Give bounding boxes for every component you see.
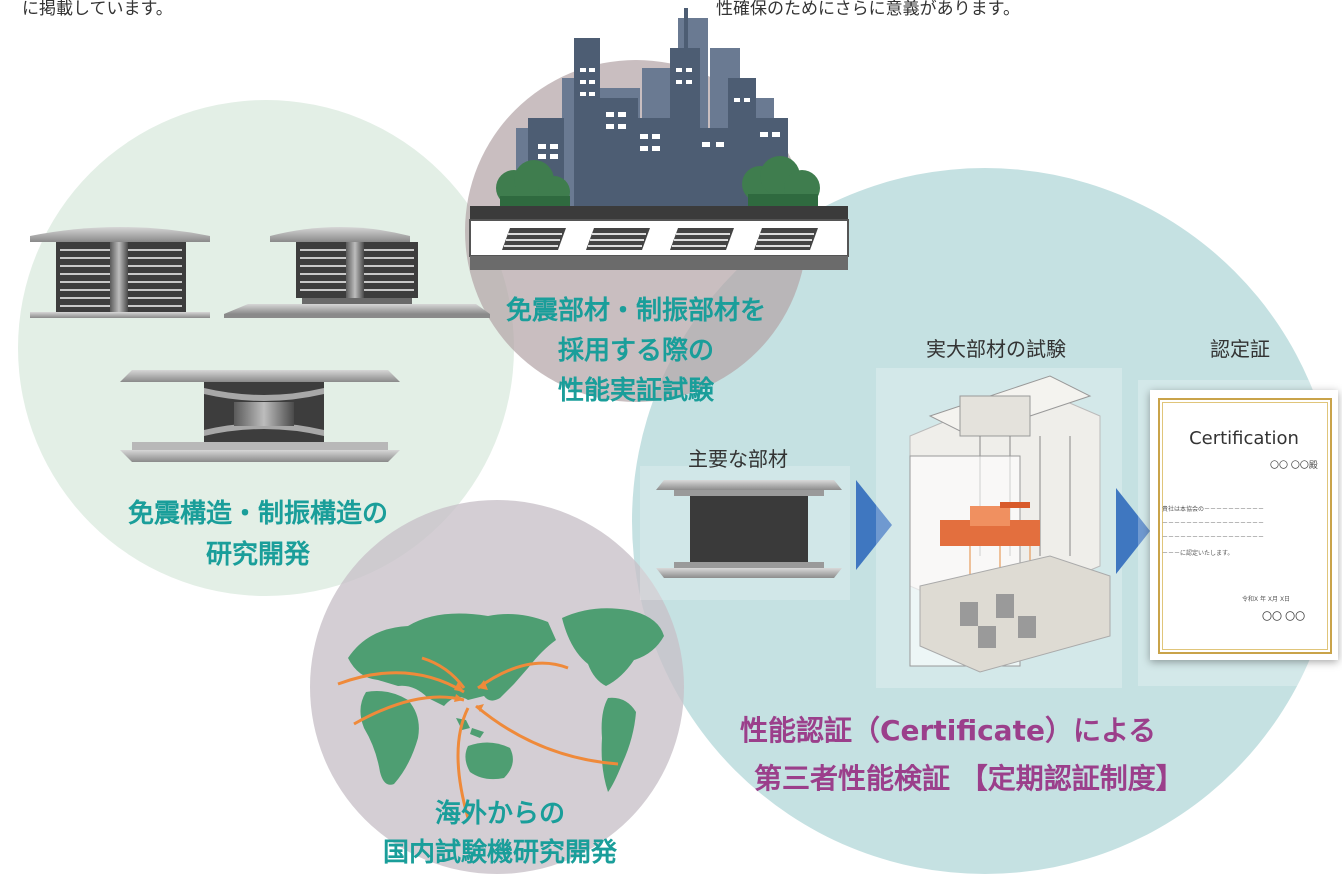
certification-label-line2: 第三者性能検証 【定期認証制度】 bbox=[754, 762, 1184, 795]
flow-arrow-2 bbox=[1116, 488, 1150, 574]
certificate-addressee: 〇〇 〇〇殿 bbox=[1270, 461, 1318, 471]
verification-label-line2: 採用する際の bbox=[557, 336, 714, 366]
certificate-border bbox=[1158, 398, 1332, 654]
main-member-caption: 主要な部材 bbox=[688, 447, 788, 471]
verification-label-line3: 性能実証試験 bbox=[557, 376, 714, 406]
certificate-document: Certification 〇〇 〇〇殿 貴社は本協会の－－－－－－－－－－ －… bbox=[1150, 390, 1338, 660]
certificate-title: Certification bbox=[1189, 428, 1299, 449]
full-scale-test-caption: 実大部材の試験 bbox=[926, 337, 1066, 361]
certificate-date: 令和X 年 X月 X日 bbox=[1242, 596, 1291, 603]
research-label-line1: 免震構造・制振構造の bbox=[127, 499, 388, 529]
certification-label-line1: 性能認証（Certificate）による bbox=[740, 714, 1157, 747]
header-right-text: 性確保のためにさらに意義があります。 bbox=[716, 0, 1020, 19]
main-member-bearing-illustration bbox=[656, 480, 842, 578]
overseas-label-line1: 海外からの bbox=[434, 799, 565, 829]
header-left-text: に掲載しています。 bbox=[22, 0, 173, 19]
certificate-body-line2: －－－－－－－－－－－－－－－－－ bbox=[1162, 520, 1265, 527]
certificate-signer: 〇〇 〇〇 bbox=[1262, 612, 1306, 623]
certificate-caption: 認定証 bbox=[1210, 337, 1270, 361]
research-label-line2: 研究開発 bbox=[205, 540, 310, 570]
city-building-illustration bbox=[469, 8, 849, 270]
certificate-body-line1: 貴社は本協会の－－－－－－－－－－ bbox=[1162, 506, 1265, 513]
certificate-body-line4: －－－に認定いたします。 bbox=[1162, 550, 1234, 557]
world-map-illustration bbox=[337, 608, 664, 819]
certificate-body-line3: －－－－－－－－－－－－－－－－－ bbox=[1162, 534, 1265, 541]
flow-arrow-1 bbox=[856, 480, 892, 570]
overseas-label-line2: 国内試験機研究開発 bbox=[382, 838, 617, 868]
verification-label-line1: 免震部材・制振部材を bbox=[505, 296, 766, 326]
test-machine-illustration bbox=[909, 375, 1111, 673]
rubber-bearing-illustration bbox=[30, 227, 490, 462]
